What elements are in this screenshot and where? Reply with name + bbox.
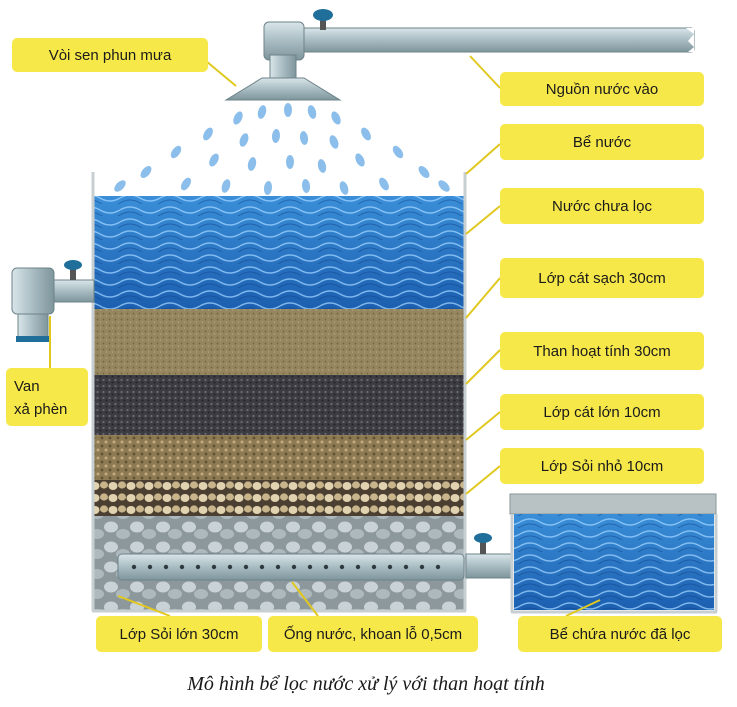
flush-valve-handle-icon — [64, 260, 82, 280]
svg-text:Bể nước: Bể nước — [573, 134, 632, 151]
pipe-hole — [163, 564, 169, 570]
pipe-hole — [323, 564, 329, 570]
svg-text:Vòi sen phun mưa: Vòi sen phun mưa — [49, 47, 172, 64]
pipe-hole — [339, 564, 345, 570]
svg-text:Van: Van — [14, 378, 40, 395]
pipe-hole — [371, 564, 377, 570]
label-water-source: Nguồn nước vào — [500, 72, 704, 106]
label-clean-sand: Lớp cát sạch 30cm — [500, 258, 704, 298]
pipe-hole — [131, 564, 137, 570]
clean-water-tank — [509, 493, 718, 614]
water-droplets — [114, 103, 450, 195]
pipe-hole — [275, 564, 281, 570]
pipe-hole — [355, 564, 361, 570]
pipe-hole — [387, 564, 393, 570]
pipe-hole — [307, 564, 313, 570]
pipe-hole — [259, 564, 265, 570]
svg-text:Lớp cát lớn 10cm: Lớp cát lớn 10cm — [543, 404, 660, 421]
pipe-hole — [227, 564, 233, 570]
svg-text:Ống nước, khoan lỗ 0,5cm: Ống nước, khoan lỗ 0,5cm — [284, 625, 462, 643]
shower-head — [224, 77, 342, 101]
filter-tank — [91, 172, 467, 613]
svg-text:Than hoạt tính 30cm: Than hoạt tính 30cm — [533, 343, 671, 360]
svg-text:Lớp Sỏi nhỏ 10cm: Lớp Sỏi nhỏ 10cm — [541, 458, 663, 475]
label-activated-carbon: Than hoạt tính 30cm — [500, 332, 704, 370]
flush-valve — [11, 267, 95, 342]
svg-text:Bể chứa nước đã lọc: Bể chứa nước đã lọc — [550, 626, 691, 643]
label-coarse-sand: Lớp cát lớn 10cm — [500, 394, 704, 430]
label-large-gravel: Lớp Sỏi lớn 30cm — [96, 616, 262, 652]
pipe-hole — [211, 564, 217, 570]
pipe-hole — [179, 564, 185, 570]
svg-text:Nguồn nước vào: Nguồn nước vào — [546, 81, 658, 98]
inlet-valve-icon — [313, 9, 333, 30]
inlet-pipe — [263, 21, 695, 82]
pipe-hole — [243, 564, 249, 570]
pipe-hole — [403, 564, 409, 570]
label-small-gravel: Lớp Sỏi nhỏ 10cm — [500, 448, 704, 484]
perforated-pipe — [117, 553, 465, 581]
svg-text:Nước chưa lọc: Nước chưa lọc — [552, 198, 652, 215]
svg-text:Lớp Sỏi lớn 30cm: Lớp Sỏi lớn 30cm — [120, 626, 239, 643]
label-tank: Bể nước — [500, 124, 704, 160]
pipe-hole — [195, 564, 201, 570]
svg-text:xả phèn: xả phèn — [14, 401, 67, 418]
outlet-pipe — [465, 540, 513, 579]
pipe-hole — [291, 564, 297, 570]
diagram-caption: Mô hình bể lọc nước xử lý với than hoạt … — [186, 673, 545, 695]
label-perforated-pipe: Ống nước, khoan lỗ 0,5cm — [268, 616, 478, 652]
pipe-holes — [131, 564, 441, 570]
label-shower-head: Vòi sen phun mưa — [12, 38, 208, 72]
pipe-hole — [147, 564, 153, 570]
outlet-valve-icon — [474, 533, 492, 543]
label-unfiltered-water: Nước chưa lọc — [500, 188, 704, 224]
svg-text:Lớp cát sạch 30cm: Lớp cát sạch 30cm — [538, 270, 665, 287]
pipe-hole — [419, 564, 425, 570]
label-clean-water-tank: Bể chứa nước đã lọc — [518, 616, 722, 652]
label-flush-valve: Van xả phèn — [6, 368, 88, 426]
pipe-hole — [435, 564, 441, 570]
